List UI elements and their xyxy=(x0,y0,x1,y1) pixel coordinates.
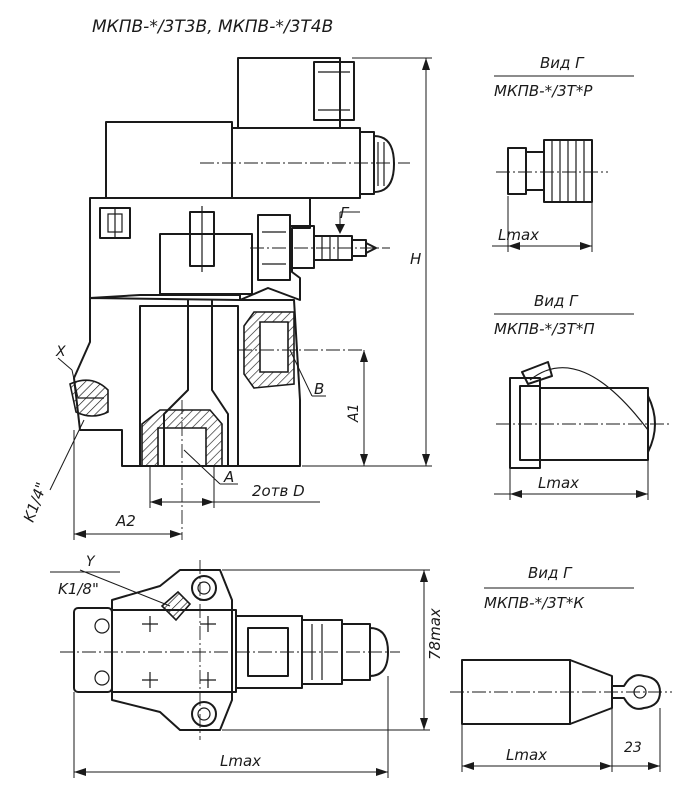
view-R-model: МКПВ-*/3Т*Р xyxy=(494,82,593,100)
view-P-dim: Lmax xyxy=(538,474,579,492)
label-78max: 78max xyxy=(426,608,444,660)
plan-view: Y K1/8" 78max Lmax xyxy=(50,554,444,778)
drawing-title: МКПВ-*/3Т3В, МКПВ-*/3Т4В xyxy=(92,17,333,37)
label-X: X xyxy=(55,344,66,360)
cap-tag xyxy=(521,361,553,385)
label-A1: A1 xyxy=(346,404,362,423)
view-K-dim: Lmax xyxy=(506,746,547,764)
label-K18: K1/8" xyxy=(58,580,99,598)
view-G-P: Вид Г МКПВ-*/3Т*П Lmax xyxy=(494,292,670,500)
port-A-section xyxy=(141,409,223,467)
view-P-heading: Вид Г xyxy=(534,292,579,310)
view-R-heading: Вид Г xyxy=(540,54,585,72)
label-A: A xyxy=(223,468,234,486)
label-G: Г xyxy=(340,204,350,222)
label-H: H xyxy=(410,250,421,268)
label-plan-Lmax: Lmax xyxy=(220,752,261,770)
subplate-outline xyxy=(111,569,233,731)
port-Y-section xyxy=(160,590,192,622)
solenoid-connector-box xyxy=(237,57,341,129)
view-K-heading: Вид Г xyxy=(528,564,573,582)
view-G-R: Вид Г МКПВ-*/3Т*Р Lmax xyxy=(492,54,634,252)
main-front-view: Г H A1 B A xyxy=(20,57,432,540)
view-P-model: МКПВ-*/3Т*П xyxy=(494,320,595,338)
label-Y: Y xyxy=(86,554,96,570)
label-2otvD: 2отв D xyxy=(252,482,305,500)
view-R-dim: Lmax xyxy=(498,226,539,244)
connector-plug xyxy=(313,61,355,121)
label-K14: K1/4" xyxy=(20,480,51,525)
label-B: B xyxy=(314,380,324,398)
label-A2: A2 xyxy=(115,512,136,530)
port-B-section xyxy=(243,311,295,389)
view-K-model: МКПВ-*/3Т*К xyxy=(484,594,585,612)
view-K-extra-dim: 23 xyxy=(624,740,642,756)
valve-upper-body xyxy=(89,197,311,301)
view-G-K: Вид Г МКПВ-*/3Т*К Lmax 23 xyxy=(450,564,672,772)
solenoid-cap xyxy=(373,135,395,193)
valve-lower-body xyxy=(73,297,301,467)
